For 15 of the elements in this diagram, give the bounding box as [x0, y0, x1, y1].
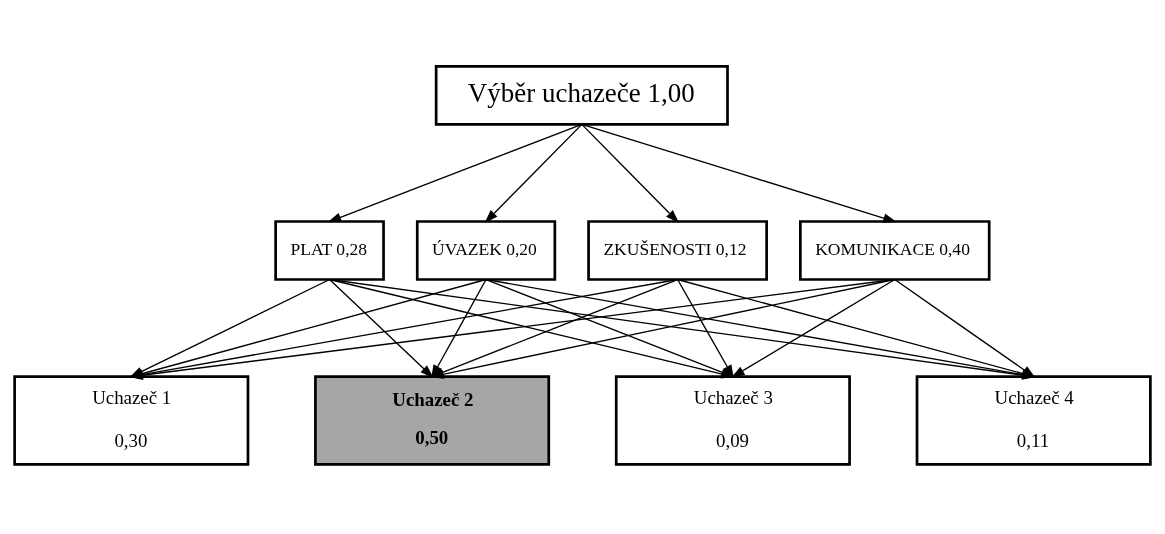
node-box: Uchazeč 1 0,30 — [13, 374, 250, 466]
node-box: Uchazeč 4 0,11 — [915, 374, 1152, 466]
arrow — [327, 123, 583, 222]
node-box: Výběr uchazeče 1,00 — [434, 64, 729, 126]
node-box: PLAT 0,28 — [274, 219, 385, 281]
arrow — [581, 123, 680, 223]
node-box: Uchazeč 2 0,50 — [314, 374, 551, 466]
arrow — [731, 278, 896, 378]
arrow — [328, 278, 434, 378]
node-box: KOMUNIKACE 0,40 — [799, 219, 991, 281]
arrow — [484, 123, 583, 223]
node-box: ÚVAZEK 0,20 — [415, 219, 557, 281]
node-box: ZKUŠENOSTI 0,12 — [587, 219, 768, 281]
node-box: Uchazeč 3 0,09 — [614, 374, 851, 466]
arrow — [581, 123, 897, 223]
